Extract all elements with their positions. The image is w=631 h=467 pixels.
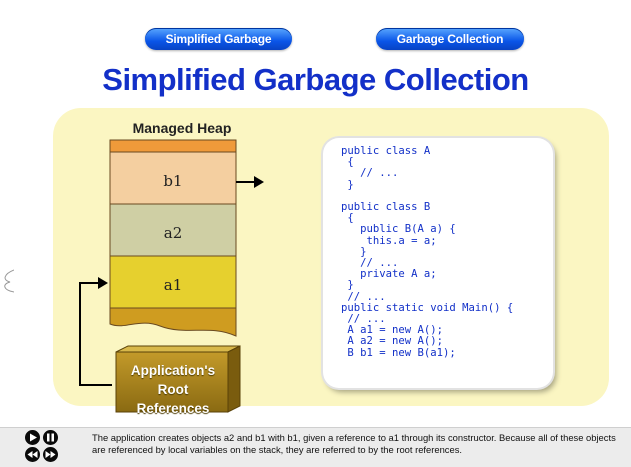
root-box-top <box>115 345 241 353</box>
managed-heap-label: Managed Heap <box>132 120 232 136</box>
heap-cell-b1-label: b1 <box>163 172 183 190</box>
code-line: A a2 = new A(); <box>341 335 444 348</box>
code-line: } <box>341 245 367 258</box>
heap-free-space <box>109 307 237 337</box>
code-line: } <box>341 178 354 191</box>
heap-cell-a1-label: a1 <box>163 276 183 294</box>
heap-cell-b1-block <box>109 151 237 205</box>
heap-cell-a2-block <box>109 203 237 257</box>
code-line: } <box>341 279 354 292</box>
nav-simplified-garbage-collection-button[interactable]: Simplified Garbage Collection <box>145 28 292 68</box>
nav-garbage-collection-button[interactable]: Garbage Collection <box>376 28 524 50</box>
b1-pointer-arrowhead <box>254 176 264 188</box>
slide-caption: The application creates objects a2 and b… <box>92 432 616 455</box>
code-line: A a1 = new A(); <box>341 324 444 337</box>
root-references-label: Application's Root References <box>124 361 222 418</box>
root-box-front <box>115 351 229 413</box>
root-reference-arrowhead <box>98 277 108 289</box>
heap-top-bar <box>109 139 237 153</box>
code-line: { <box>341 156 354 169</box>
code-line: B b1 = new B(a1); <box>341 346 456 359</box>
pause-icon[interactable] <box>43 430 58 445</box>
page-curl-decoration <box>4 269 14 293</box>
code-line: public class A <box>341 145 431 157</box>
code-line: private A a; <box>341 268 437 281</box>
code-line: public class B <box>341 201 431 214</box>
footer-bar <box>0 427 631 467</box>
heap-cell-a2-label: a2 <box>163 224 183 242</box>
code-line: public B(A a) { <box>341 223 456 236</box>
code-panel: public class A { // ... } public class B… <box>323 138 553 388</box>
code-line: { <box>341 212 354 225</box>
fast-forward-icon[interactable] <box>43 447 58 462</box>
root-references-line2: Root References <box>136 382 210 416</box>
root-box-side <box>227 345 241 413</box>
root-references-line1: Application's <box>130 363 216 378</box>
code-line: // ... <box>341 290 386 303</box>
code-line: // ... <box>341 257 399 270</box>
code-text: public class A { // ... } public class B… <box>341 145 514 359</box>
root-reference-arrow-line <box>79 282 112 386</box>
play-icon[interactable] <box>25 430 40 445</box>
code-line: // ... <box>341 313 386 326</box>
rewind-icon[interactable] <box>25 447 40 462</box>
heap-cell-a1-block <box>109 255 237 309</box>
code-line: this.a = a; <box>341 234 437 247</box>
code-line: public static void Main() { <box>341 301 514 314</box>
code-line: // ... <box>341 167 399 180</box>
page-title: Simplified Garbage Collection <box>102 62 529 97</box>
